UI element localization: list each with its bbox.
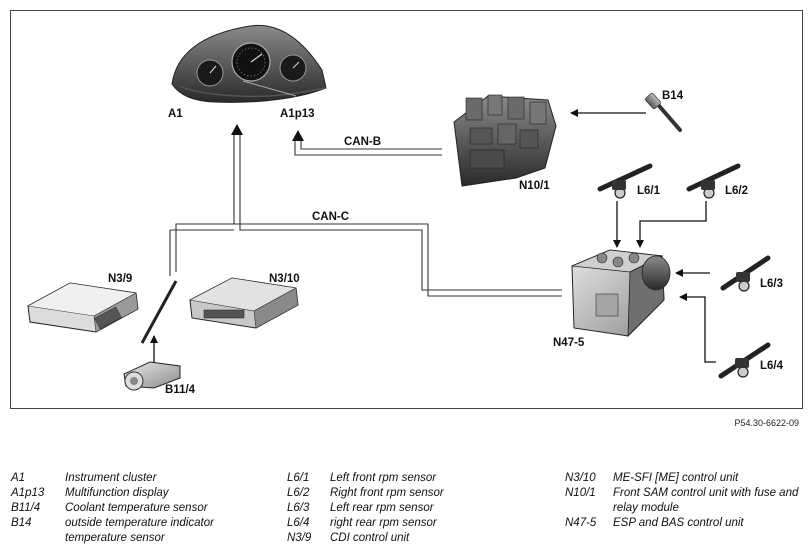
legend-code: N3/10 [565, 472, 596, 484]
right-front-rpm-sensor-image [686, 163, 741, 199]
legend-row: N3/10 ME-SFI [ME] control unit [565, 471, 803, 486]
legend-desc: ME-SFI [ME] control unit [613, 472, 739, 484]
esp-control-unit-image [571, 249, 671, 337]
legend-desc: Multifunction display [65, 487, 169, 499]
legend-row: L6/1 Left front rpm sensor [287, 471, 444, 486]
cdi-control-unit-image [27, 282, 139, 333]
label-n3-9: N3/9 [108, 273, 132, 285]
legend-row: L6/4 right rear rpm sensor [287, 516, 444, 531]
right-rear-rpm-sensor-image [718, 342, 771, 379]
l6-4-arrow [679, 293, 716, 363]
instrument-cluster-image [171, 24, 327, 103]
label-n10-1: N10/1 [519, 180, 550, 192]
b11-4-wire [140, 280, 178, 344]
legend-column-3: N3/10 ME-SFI [ME] control unit N10/1 Front… [565, 471, 803, 531]
label-n47-5: N47-5 [553, 337, 585, 349]
label-b11-4: B11/4 [165, 384, 196, 396]
legend-desc: ESP and BAS control unit [613, 517, 744, 529]
label-can-b: CAN-B [344, 136, 381, 148]
sam-control-unit-image [453, 94, 557, 187]
legend-code: N3/9 [287, 532, 312, 544]
legend-row: A1p13 Multifunction display [11, 486, 225, 501]
legend-code: A1 [11, 472, 26, 484]
legend-desc: Right front rpm sensor [330, 487, 444, 499]
outside-temp-sensor-image [645, 92, 682, 132]
legend-code: N47-5 [565, 517, 597, 529]
legend-desc: Left rear rpm sensor [330, 502, 434, 514]
label-l6-4: L6/4 [760, 360, 784, 372]
legend-column-2: L6/1 Left front rpm sensor L6/2 Right fron… [287, 471, 444, 546]
can-c-bus [169, 134, 562, 297]
legend-column-1: A1 Instrument cluster A1p13 Multifunction … [11, 471, 225, 546]
legend-row: L6/3 Left rear rpm sensor [287, 501, 444, 516]
legend-row: A1 Instrument cluster [11, 471, 225, 486]
label-b14: B14 [662, 90, 684, 102]
legend-row: N10/1 Front SAM control unit with fuse an… [565, 486, 803, 516]
coolant-temp-sensor-image [123, 361, 181, 391]
left-front-rpm-sensor-image [597, 163, 653, 199]
left-rear-rpm-sensor-image [720, 255, 771, 292]
legend-code: N10/1 [565, 487, 596, 499]
legend-code: L6/2 [287, 487, 310, 499]
legend-code: B14 [11, 517, 32, 529]
label-can-c: CAN-C [312, 211, 349, 223]
can-b-bus [294, 140, 442, 156]
legend-desc: Front SAM control unit with fuse and rel… [613, 487, 799, 514]
figure-reference: P54.30-6622-09 [734, 418, 799, 428]
label-l6-3: L6/3 [760, 278, 783, 290]
legend-desc: Instrument cluster [65, 472, 157, 484]
legend-row: N47-5 ESP and BAS control unit [565, 516, 803, 531]
legend-code: B11/4 [11, 502, 41, 514]
legend-code: L6/1 [287, 472, 310, 484]
legend-code: A1p13 [11, 487, 45, 499]
legend-code: L6/4 [287, 517, 310, 529]
me-sfi-control-unit-image [189, 277, 299, 329]
legend-row: N3/9 CDI control unit [287, 531, 444, 546]
label-l6-2: L6/2 [725, 185, 748, 197]
legend-desc: right rear rpm sensor [330, 517, 437, 529]
legend-row: B14 outside temperature indicator tempera… [11, 516, 225, 546]
label-a1p13: A1p13 [280, 108, 315, 120]
label-n3-10: N3/10 [269, 273, 300, 285]
legend-row: B11/4 Coolant temperature sensor [11, 501, 225, 516]
can-c-arrowhead [231, 124, 243, 135]
can-b-arrowhead [292, 130, 304, 141]
l6-2-arrow [636, 201, 707, 248]
legend-desc: Left front rpm sensor [330, 472, 437, 484]
legend-desc: Coolant temperature sensor [65, 502, 208, 514]
diagram-frame [10, 10, 803, 409]
label-l6-1: L6/1 [637, 185, 661, 197]
label-a1: A1 [168, 108, 183, 120]
legend-code: L6/3 [287, 502, 310, 514]
legend-desc: CDI control unit [330, 532, 410, 544]
legend-desc: outside temperature indicator temperatur… [65, 517, 214, 544]
legend-row: L6/2 Right front rpm sensor [287, 486, 444, 501]
